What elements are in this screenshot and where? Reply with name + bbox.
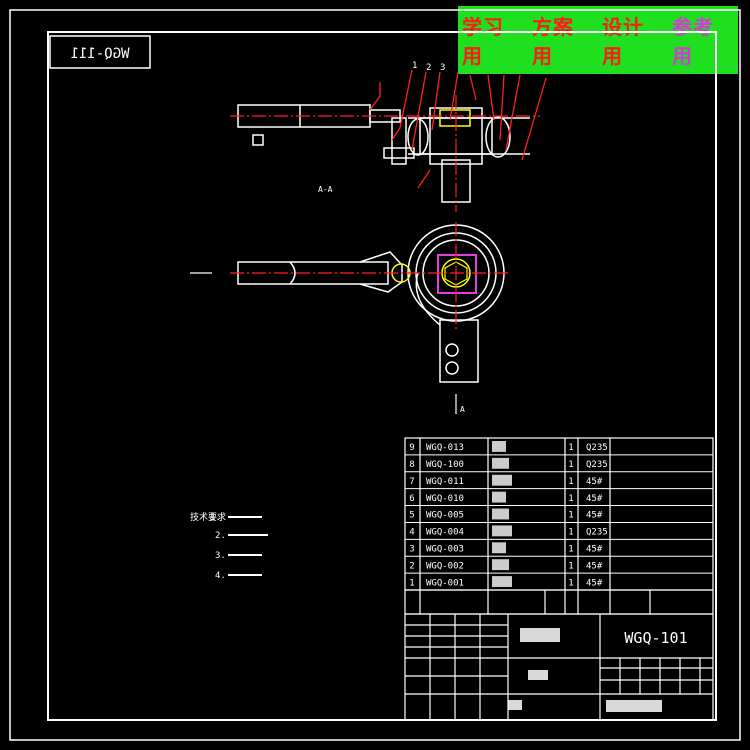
parts-material: Q235 — [586, 443, 608, 453]
banner-item: 参考用 — [672, 15, 714, 68]
technical-notes: 技术要求 1. 2. 3. 4. — [190, 511, 268, 581]
parts-no: 3 — [409, 544, 414, 554]
banner-item: 方案用 — [532, 15, 574, 68]
parts-no: 6 — [409, 494, 414, 504]
bolt — [391, 117, 407, 165]
leader-number: 2 — [426, 63, 431, 73]
parts-name-block — [492, 491, 506, 503]
parts-material: 45# — [586, 561, 603, 571]
company-text-block — [606, 700, 662, 712]
code-box — [49, 35, 151, 69]
parts-qty: 1 — [568, 494, 573, 504]
leader-lines — [369, 69, 547, 189]
parts-code: WGQ-005 — [426, 511, 464, 521]
leader-number: 1 — [412, 61, 417, 71]
parts-code: WGQ-011 — [426, 477, 464, 487]
parts-name-block — [492, 525, 512, 537]
parts-qty: 1 — [568, 477, 573, 487]
parts-no: 9 — [409, 443, 414, 453]
parts-code: WGQ-003 — [426, 544, 464, 554]
parts-code: WGQ-100 — [426, 460, 464, 470]
parts-name-block — [492, 559, 509, 571]
parts-material: 45# — [586, 511, 603, 521]
parts-qty: 1 — [568, 460, 573, 470]
watermark-banner: 学习用 方案用 设计用 参考用 — [458, 6, 738, 74]
view-label-top: A-A — [318, 185, 333, 194]
parts-code: WGQ-001 — [426, 578, 464, 588]
mirrored-code: WGQ-111 — [70, 46, 129, 62]
svg-text:2.: 2. — [215, 531, 226, 541]
parts-name-block — [492, 576, 512, 587]
parts-material: Q235 — [586, 528, 608, 538]
parts-qty: 1 — [568, 578, 573, 588]
parts-material: 45# — [586, 494, 603, 504]
parts-no: 5 — [409, 511, 414, 521]
outer-border — [9, 9, 741, 741]
parts-name-block — [492, 441, 506, 452]
parts-code: WGQ-010 — [426, 494, 464, 504]
parts-qty: 1 — [568, 544, 573, 554]
parts-no: 4 — [409, 528, 414, 538]
parts-no: 1 — [409, 578, 414, 588]
banner-item: 设计用 — [602, 15, 644, 68]
parts-material: 45# — [586, 544, 603, 554]
label-text-block — [508, 700, 522, 710]
parts-qty: 1 — [568, 528, 573, 538]
parts-no: 7 — [409, 477, 414, 487]
parts-no: 8 — [409, 460, 414, 470]
parts-qty: 1 — [568, 443, 573, 453]
title-block — [404, 613, 714, 721]
svg-text:1.: 1. — [210, 513, 221, 523]
square-shaft — [437, 254, 477, 294]
material-text-block — [528, 670, 548, 680]
parts-code: WGQ-004 — [426, 528, 464, 538]
title-text-block — [520, 628, 560, 642]
inner-border — [47, 31, 717, 721]
parts-code: WGQ-002 — [426, 561, 464, 571]
parts-name-block — [492, 508, 509, 520]
small-block — [252, 134, 264, 146]
drawing-number: WGQ-101 — [624, 629, 687, 647]
parts-qty: 1 — [568, 511, 573, 521]
parts-name-block — [492, 474, 512, 486]
parts-name-block — [492, 542, 506, 554]
parts-code: WGQ-013 — [426, 443, 464, 453]
parts-no: 2 — [409, 561, 414, 571]
leader-number: 3 — [440, 63, 445, 73]
svg-text:技术要求: 技术要求 — [190, 511, 226, 523]
parts-material: 45# — [586, 477, 603, 487]
plan-view — [237, 224, 505, 383]
parts-qty: 1 — [568, 561, 573, 571]
bracket — [439, 319, 479, 383]
view-label-side: A — [460, 405, 465, 414]
parts-material: Q235 — [586, 460, 608, 470]
front-view — [237, 104, 530, 203]
svg-text:4.: 4. — [215, 571, 226, 581]
parts-header — [404, 589, 714, 615]
parts-name-block — [492, 457, 509, 469]
svg-text:3.: 3. — [215, 551, 226, 561]
banner-item: 学习用 — [462, 15, 504, 68]
parts-material: 45# — [586, 578, 603, 588]
